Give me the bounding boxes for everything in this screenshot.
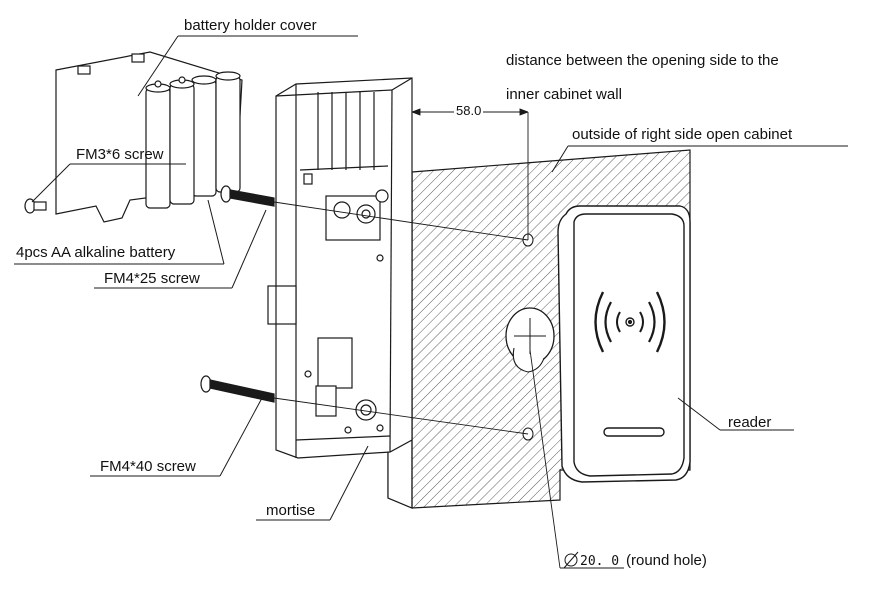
label-mortise: mortise bbox=[266, 502, 316, 519]
aa-batteries bbox=[145, 71, 241, 209]
fm3-6-screw bbox=[24, 198, 47, 214]
label-fm4-25-screw: FM4*25 screw bbox=[104, 270, 200, 287]
label-distance-value: 58.0 bbox=[454, 102, 484, 120]
label-reader: reader bbox=[728, 414, 772, 431]
label-hole-note: (round hole) bbox=[626, 552, 707, 569]
label-battery-holder-cover: battery holder cover bbox=[184, 17, 317, 34]
label-fm3-6-screw: FM3*6 screw bbox=[76, 146, 164, 163]
leader-lines bbox=[14, 35, 848, 569]
label-distance-line1: distance between the opening side to the bbox=[506, 52, 779, 69]
label-hole-dimension: 20. 0 bbox=[580, 554, 620, 569]
label-fm4-40-screw: FM4*40 screw bbox=[100, 458, 196, 475]
label-distance-line2: inner cabinet wall bbox=[506, 86, 622, 103]
alignment-lines bbox=[273, 78, 561, 569]
reader bbox=[557, 205, 691, 483]
fm4-25-screw bbox=[220, 185, 275, 207]
label-battery: 4pcs AA alkaline battery bbox=[16, 244, 176, 261]
mortise-body bbox=[267, 77, 413, 459]
diameter-icon bbox=[563, 551, 579, 569]
fm4-40-screw bbox=[200, 375, 275, 403]
label-cabinet-side: outside of right side open cabinet bbox=[572, 126, 793, 143]
